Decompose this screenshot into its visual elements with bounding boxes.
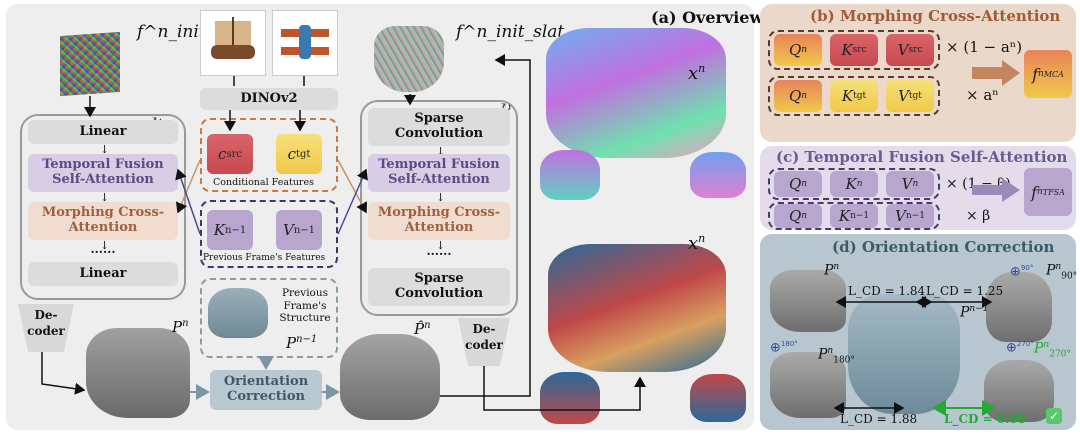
textured-ship (548, 244, 726, 372)
oc-p180-label: Pn180° (818, 346, 855, 366)
orientation-correction-block: Orientation Correction (210, 370, 322, 410)
f-init-slat-label: f^n_init_slat (456, 22, 565, 42)
overview-title: (a) Overview (651, 8, 764, 27)
oc-pn-label: Pn (824, 262, 840, 279)
oc-pprev-mesh (848, 294, 960, 414)
pn-mesh (86, 328, 190, 418)
left-linear-top: Linear (28, 120, 178, 144)
mca-title: (b) Morphing Cross-Attention (810, 7, 1061, 25)
oc-p180-mesh (770, 352, 846, 418)
p-hat-label: P̂n (414, 320, 431, 338)
normal-map-ship-small-left (540, 150, 600, 200)
pn-label: Pn (172, 318, 189, 336)
axis-270-icon: ⊕270° (1006, 340, 1034, 356)
right-mca-block: Morphing Cross-Attention (368, 202, 510, 240)
lcd-1-label: L_CD = 1.84 (848, 284, 926, 298)
axis-90-icon: ⊕90° (1010, 264, 1034, 280)
p-prev-label: Pn−1 (286, 334, 318, 352)
previous-structure-mesh (208, 288, 268, 338)
left-decoder-shape (18, 304, 74, 352)
x-n-top-label: xn (688, 62, 706, 84)
right-conv-top: Sparse Convolution (368, 108, 510, 146)
right-arrow-3: ↓ (436, 239, 446, 252)
tfsa-row1-frame (768, 168, 940, 200)
left-linear-bottom: Linear (28, 262, 178, 286)
left-arrow-2: ↓ (100, 191, 110, 204)
target-plane-image (272, 10, 338, 76)
x-n-bottom-label: xn (688, 232, 706, 254)
mca-arrow (972, 60, 1020, 86)
left-tfsa-block: Temporal Fusion Self-Attention (28, 154, 178, 192)
tfsa-row2-factor: × β (966, 208, 991, 224)
mca-row1-factor: × (1 − aⁿ) (946, 38, 1023, 56)
mca-row2-factor: × aⁿ (966, 86, 999, 104)
mca-row1-frame (768, 30, 940, 70)
right-tfsa-block: Temporal Fusion Self-Attention (368, 154, 510, 192)
mca-row2-frame (768, 76, 940, 116)
left-arrow-3: ↓ (100, 239, 110, 252)
oc-title: (d) Orientation Correction (832, 238, 1055, 256)
normal-map-ship (546, 28, 726, 158)
oc-pn-mesh (770, 270, 846, 332)
conditional-features-label: Conditional Features (213, 177, 314, 188)
right-arrow-2: ↓ (436, 191, 446, 204)
right-decoder-label: De- coder (465, 322, 503, 352)
left-dots: ...... (90, 242, 116, 256)
lcd-3-label: L_CD = 1.88 (840, 412, 918, 426)
overview-arrows (41, 54, 646, 411)
textured-ship-small-right (690, 374, 746, 422)
left-mca-block: Morphing Cross-Attention (28, 202, 178, 240)
previous-structure-label: Previous Frame's Structure (279, 287, 331, 325)
source-ship-image (200, 10, 266, 76)
axis-180-icon: ⊕180° (770, 340, 798, 356)
right-dots: ...... (426, 244, 452, 258)
dinov2-block: DINOv2 (200, 88, 338, 110)
oc-pprev-label: Pn−1 (960, 304, 989, 321)
tfsa-title: (c) Temporal Fusion Self-Attention (776, 148, 1068, 166)
lcd-2-label: L_CD = 1.25 (926, 284, 1004, 298)
previous-features-frame (200, 200, 338, 268)
previous-features-label: Previous Frame's Features (203, 253, 326, 263)
init-slat-mesh (374, 26, 444, 92)
conditional-features-frame (200, 118, 338, 192)
mca-panel (760, 4, 1076, 142)
right-arrow-1: ↓ (436, 145, 446, 158)
oc-p90-label: Pn90° (1046, 262, 1078, 282)
textured-ship-small-left (540, 372, 600, 424)
oc-p270-label: Pn270° (1034, 340, 1071, 360)
oc-p90-mesh (986, 272, 1052, 342)
tfsa-arrow (972, 178, 1020, 202)
tfsa-row2-frame (768, 202, 940, 230)
normal-map-ship-small-right (690, 152, 746, 198)
check-icon: ✓ (1046, 408, 1062, 424)
oc-arrows (833, 296, 996, 416)
right-conv-bottom: Sparse Convolution (368, 268, 510, 306)
left-decoder-label: De- coder (27, 308, 65, 338)
p-hat-mesh (340, 334, 440, 420)
right-decoder-shape (458, 318, 510, 366)
left-arrow-1: ↓ (100, 143, 110, 156)
